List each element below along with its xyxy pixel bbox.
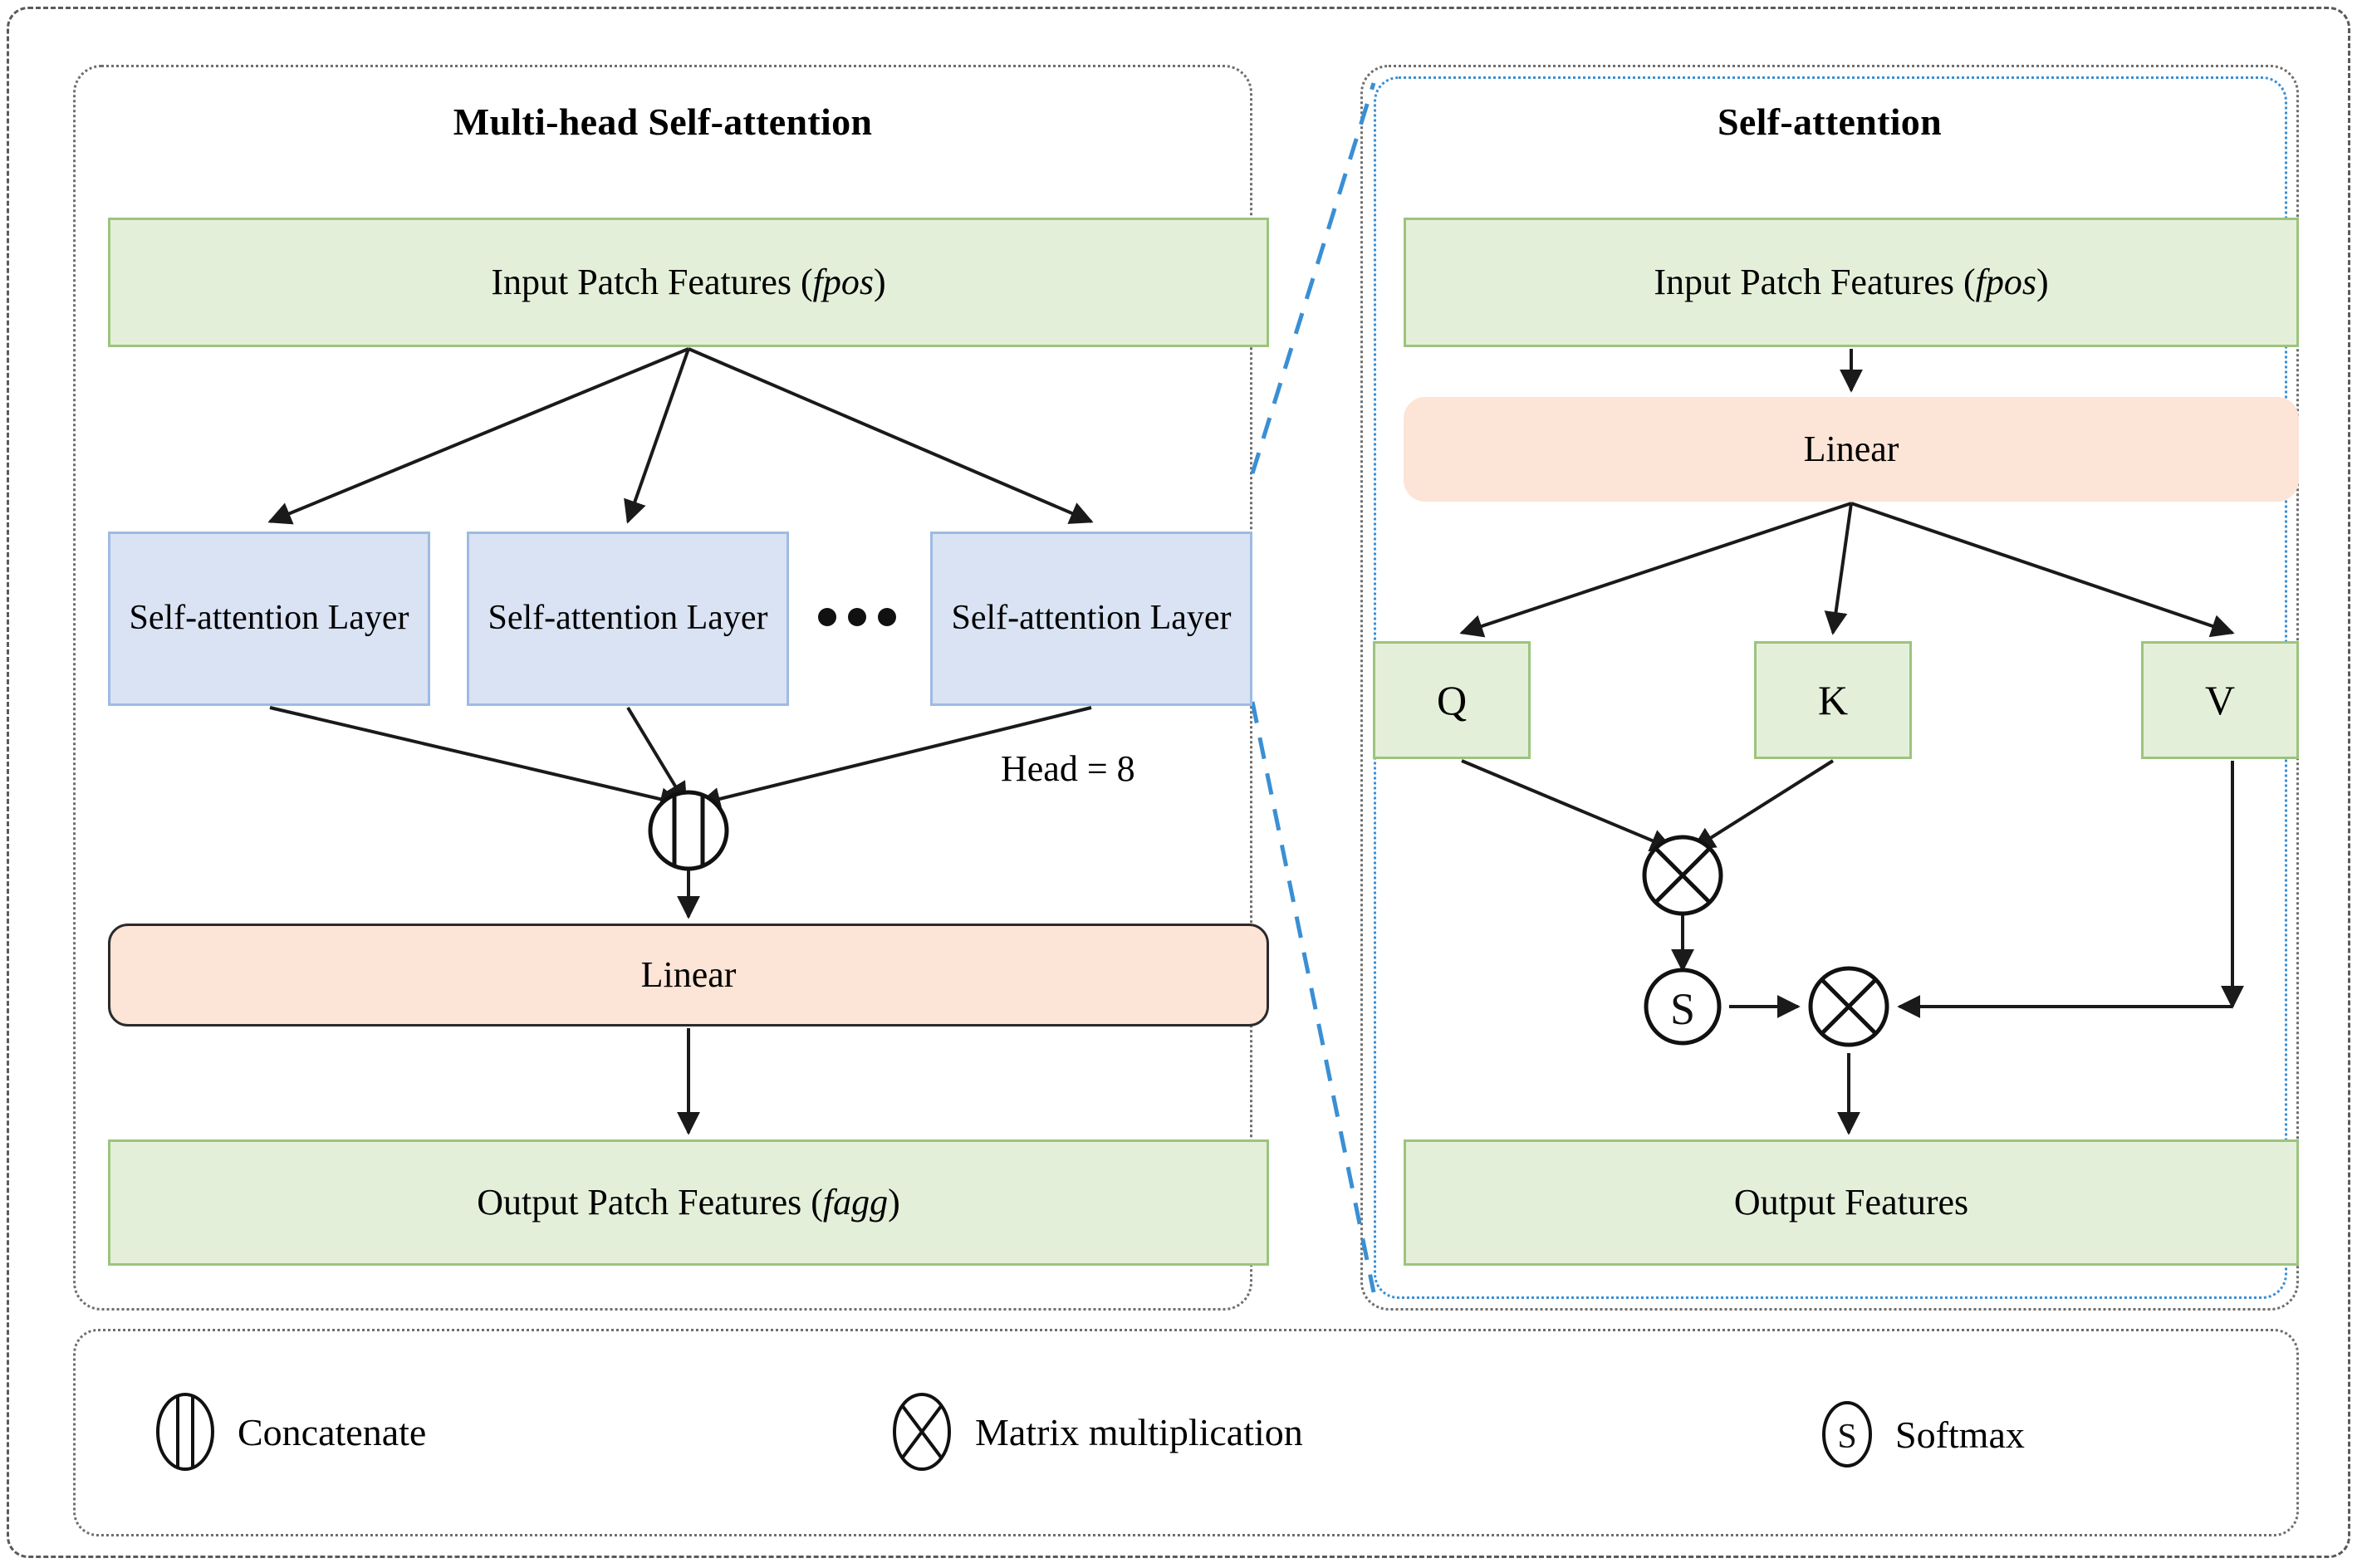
legend-label-softmax: Softmax [1895,1413,2025,1456]
legend-item-matrix-multiplication: Matrix multiplication [890,1392,1303,1472]
right-input-close: ) [2036,262,2049,303]
legend-item-softmax: S Softmax [1821,1400,2025,1468]
left-linear-label: Linear [640,954,737,996]
left-output-close: ) [888,1182,900,1223]
left-output-patch-features-box: Output Patch Features (fagg) [108,1139,1269,1266]
key-box: K [1754,641,1912,759]
panel-title-self-attention: Self-attention [1718,100,1942,143]
right-output-label: Output Features [1733,1182,1969,1223]
softmax-icon: S [1822,1401,1872,1468]
left-output-symbol: fagg [822,1182,889,1223]
value-label: V [2204,677,2236,723]
ellipsis-dots [818,608,896,626]
left-input-symbol: fpos [812,262,875,303]
self-attention-layer-label-2: Self-attention Layer [488,599,768,638]
self-attention-layer-box-2: Self-attention Layer [467,532,789,706]
right-linear-box: Linear [1404,397,2299,502]
legend-label-concatenate: Concatenate [238,1410,427,1453]
query-label: Q [1436,677,1468,723]
right-output-features-box: Output Features [1404,1139,2299,1266]
left-input-text: Input Patch Features ( [491,262,813,303]
svg-text:S: S [1837,1418,1856,1456]
outer-frame [7,7,2350,1558]
legend-panel [73,1329,2299,1536]
legend-label-matrix-multiplication: Matrix multiplication [975,1410,1303,1453]
concatenate-icon [156,1393,214,1471]
left-output-text: Output Patch Features ( [477,1182,823,1223]
right-input-symbol: fpos [1975,262,2037,303]
left-linear-box: Linear [108,924,1269,1027]
matrix-multiplication-icon [893,1393,951,1471]
legend-item-concatenate: Concatenate [154,1392,426,1472]
panel-title-multi-head-self-attention: Multi-head Self-attention [453,100,873,143]
right-input-patch-features-box: Input Patch Features (fpos) [1404,218,2299,347]
self-attention-layer-label-1: Self-attention Layer [129,599,409,638]
right-linear-label: Linear [1803,429,1899,470]
self-attention-layer-box-1: Self-attention Layer [108,532,430,706]
left-input-patch-features-box: Input Patch Features (fpos) [108,218,1269,347]
query-box: Q [1373,641,1531,759]
value-box: V [2141,641,2299,759]
left-input-close: ) [874,262,886,303]
head-count-label: Head = 8 [1001,748,1135,789]
key-label: K [1817,677,1849,723]
self-attention-layer-label-3: Self-attention Layer [951,599,1232,638]
right-input-text: Input Patch Features ( [1654,262,1976,303]
self-attention-layer-box-3: Self-attention Layer [930,532,1252,706]
